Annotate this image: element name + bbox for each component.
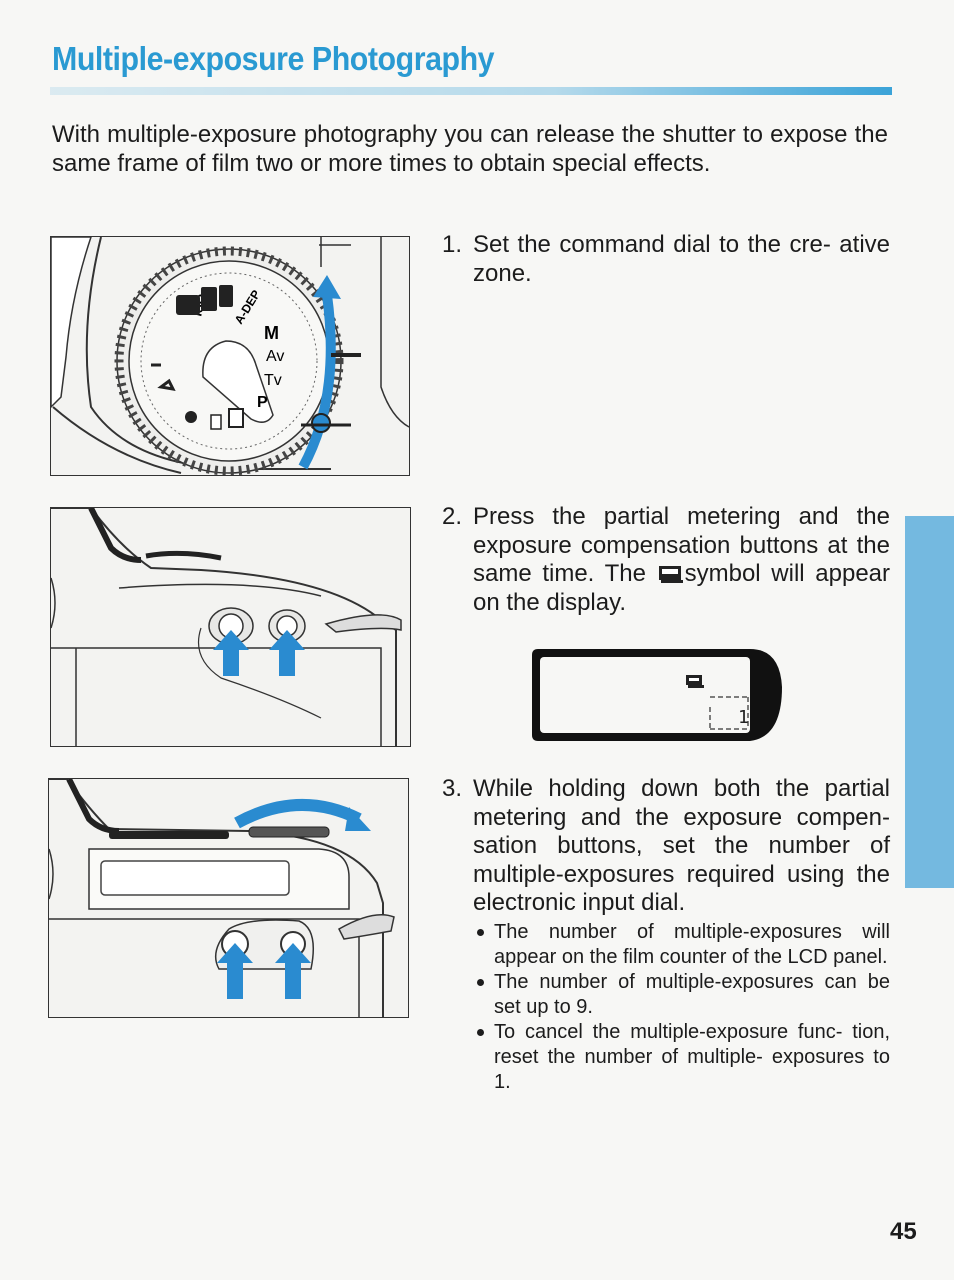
- page-number: 45: [890, 1218, 917, 1245]
- title-rule: [50, 87, 892, 95]
- input-dial-illustration: [48, 778, 409, 1018]
- bullet-dot: [477, 978, 484, 986]
- bullet-text: The number of multiple-exposures can be …: [494, 970, 890, 1018]
- dial-label-m: M: [264, 323, 279, 343]
- bullet-text: To cancel the multiple-exposure func- ti…: [494, 1020, 890, 1093]
- step-text-after: symbol will appear on the display.: [473, 560, 891, 616]
- section-tab: [905, 516, 954, 888]
- step-1: 1. Set the command dial to the cre- ativ…: [442, 231, 890, 288]
- step-number: 3.: [442, 775, 463, 802]
- step-text: While holding down both the partial mete…: [473, 775, 890, 916]
- bullet-item: The number of multiple-exposures will ap…: [477, 920, 890, 970]
- step-text-before: Press the partial metering and the expos…: [473, 503, 890, 587]
- step-3-bullets: The number of multiple-exposures will ap…: [477, 920, 890, 1095]
- command-dial-illustration: M Av Tv P A-DEP ISO: [50, 236, 410, 476]
- dial-label-p: P: [257, 394, 268, 411]
- intro-paragraph: With multiple-exposure photography you c…: [52, 121, 888, 177]
- page-title: Multiple-exposure Photography: [52, 40, 495, 77]
- step-number: 1.: [442, 231, 463, 258]
- dial-label-tv: Tv: [264, 372, 282, 389]
- step-text: Set the command dial to the cre- ative z…: [473, 231, 890, 287]
- step-number: 2.: [442, 503, 463, 530]
- multiple-exposure-icon: [658, 566, 683, 583]
- bullet-item: To cancel the multiple-exposure func- ti…: [477, 1020, 890, 1095]
- bullet-text: The number of multiple-exposures will ap…: [494, 920, 890, 968]
- lcd-display: 1: [532, 649, 782, 741]
- lcd-film-counter: 1: [738, 707, 749, 728]
- bullet-dot: [477, 928, 484, 936]
- bullet-item: The number of multiple-exposures can be …: [477, 970, 890, 1020]
- metering-buttons-illustration: [50, 507, 411, 747]
- step-text: Press the partial metering and the expos…: [473, 503, 890, 617]
- step-2: 2. Press the partial metering and the ex…: [442, 503, 890, 617]
- bullet-dot: [477, 1028, 484, 1036]
- step-3: 3. While holding down both the partial m…: [442, 775, 890, 1095]
- lcd-multiple-exposure-icon: [686, 675, 704, 688]
- dial-label-av: Av: [266, 348, 284, 365]
